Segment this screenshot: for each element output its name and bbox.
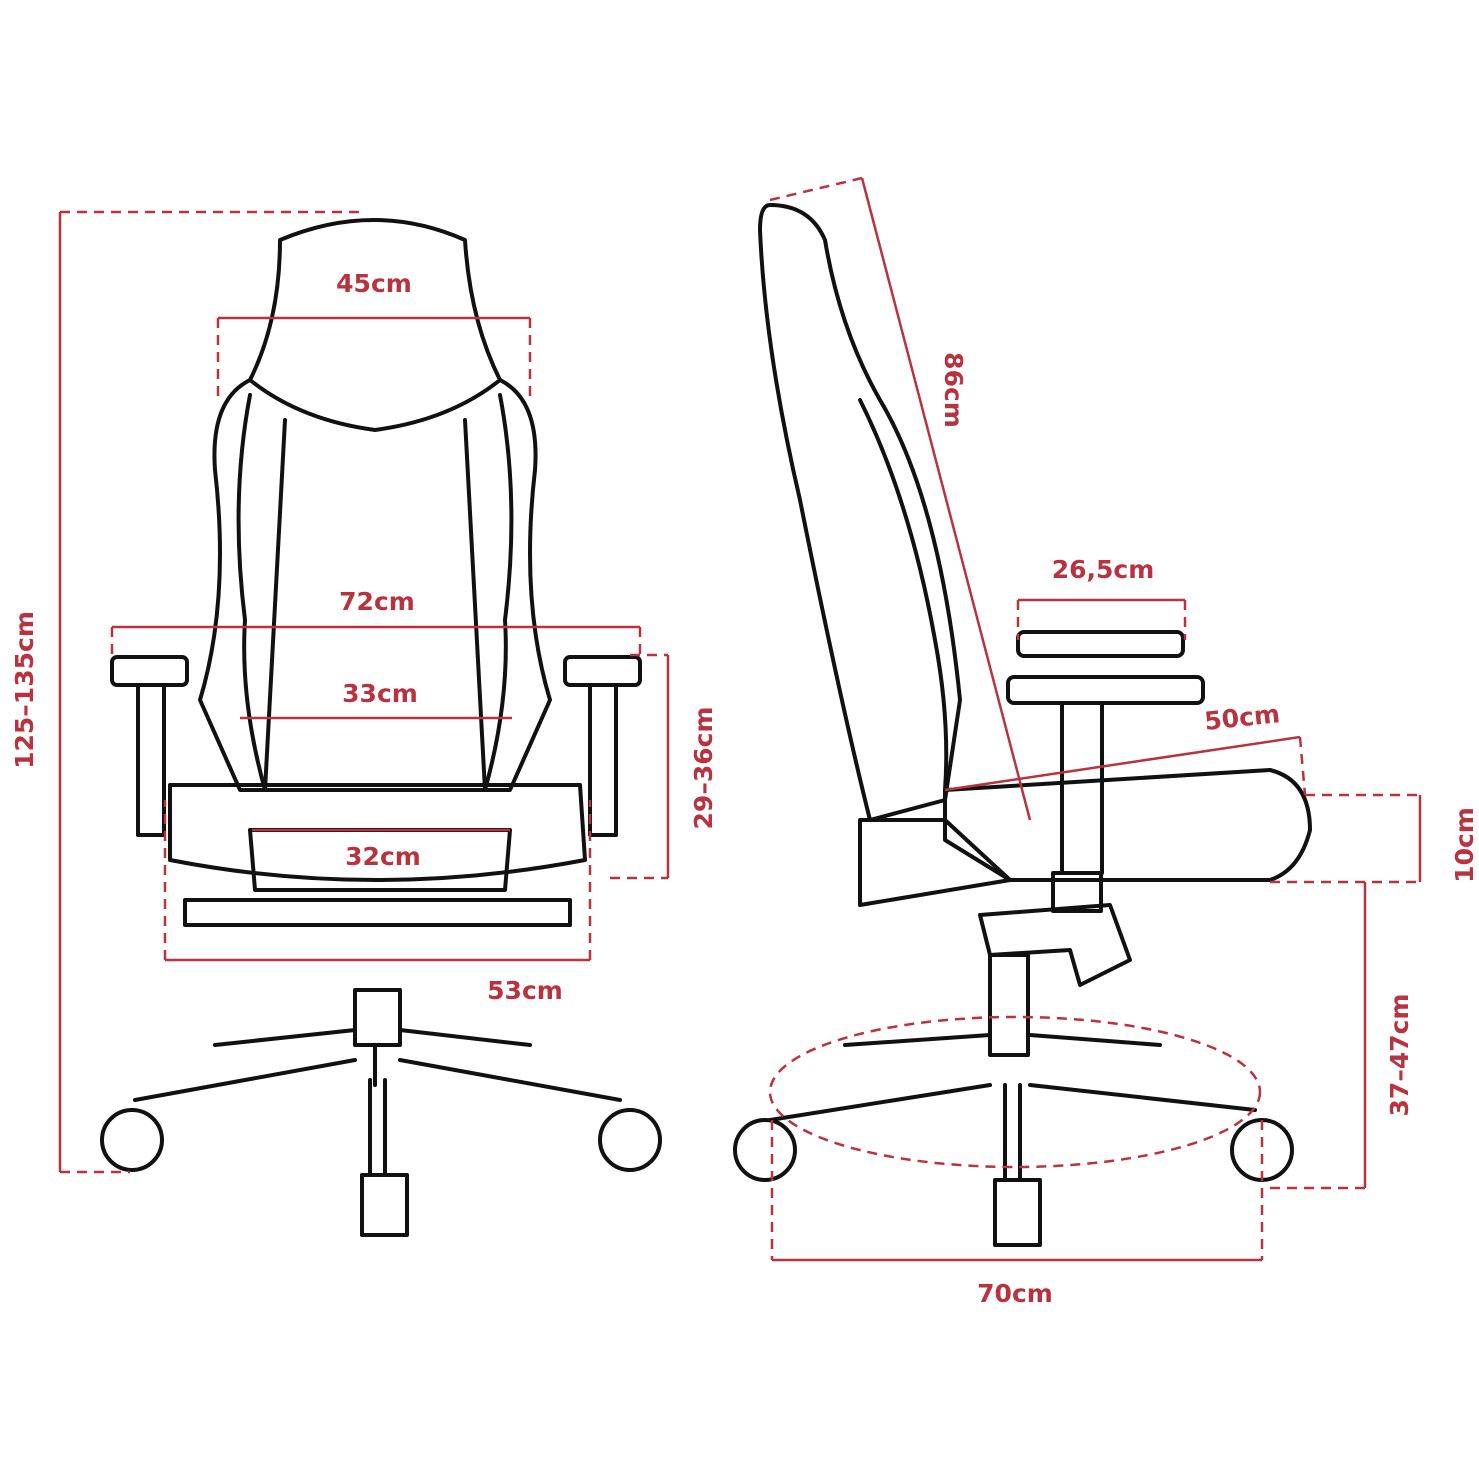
armrest-height-label: 29–36cm bbox=[689, 707, 718, 830]
front-dimension-lines bbox=[58, 210, 670, 1174]
seat-thickness-label: 10cm bbox=[1450, 807, 1479, 883]
armrest-length-label: 26,5cm bbox=[1052, 555, 1155, 584]
seat-depth-label: 50cm bbox=[1203, 699, 1281, 736]
total-height-label: 125–135cm bbox=[10, 611, 39, 769]
side-dimension-lines bbox=[768, 176, 1422, 1262]
headrest-width-label: 45cm bbox=[336, 269, 412, 298]
seat-width-label: 32cm bbox=[345, 842, 421, 871]
base-diameter-label: 70cm bbox=[977, 1279, 1053, 1308]
backrest-width-label: 33cm bbox=[342, 679, 418, 708]
base-width-label: 53cm bbox=[487, 976, 563, 1005]
backrest-height-label: 86cm bbox=[939, 352, 968, 428]
armrest-span-label: 72cm bbox=[339, 587, 415, 616]
front-view-chair bbox=[100, 218, 662, 1237]
seat-height-label: 37–47cm bbox=[1385, 994, 1414, 1117]
